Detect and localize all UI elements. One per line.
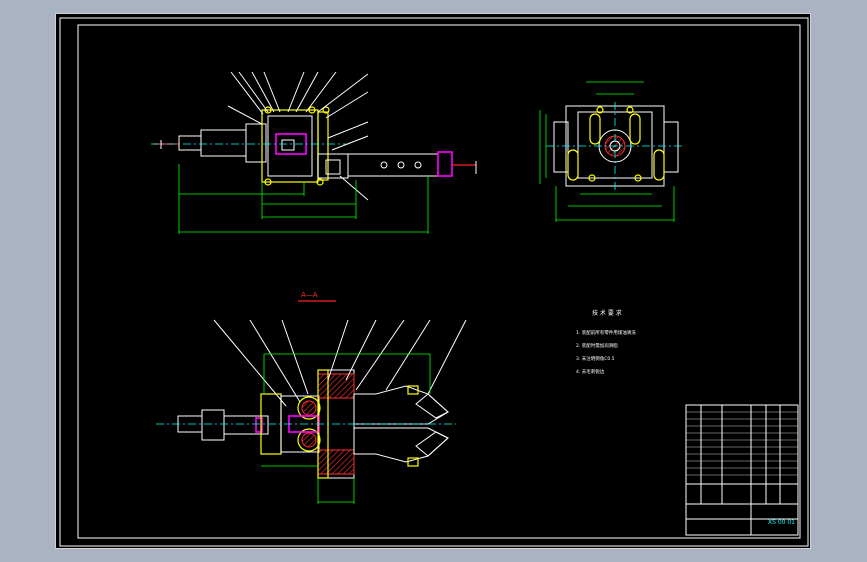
drawing-number: XS 00 01 — [768, 519, 795, 526]
tech-item: 2. 装配时需加润滑脂 — [576, 342, 618, 349]
tech-item: 1. 装配前所有零件用煤油清洗 — [576, 329, 636, 336]
cad-viewport[interactable]: A—A — [55, 13, 811, 549]
side-view — [539, 81, 684, 222]
tech-requirements-title: 技 术 要 求 — [592, 309, 622, 317]
drawing-sheet: A—A — [59, 17, 809, 547]
title-block: XS 00 01 — [685, 404, 799, 536]
front-view — [151, 71, 477, 234]
section-label: A—A — [301, 291, 318, 299]
section-view: A—A — [156, 291, 467, 504]
tech-item: 4. 去毛刺锐边 — [576, 368, 605, 375]
tech-item: 3. 未注明倒角C0.5 — [576, 355, 615, 362]
inner-frame — [77, 24, 801, 539]
tech-requirements: 技 术 要 求 1. 装配前所有零件用煤油清洗 2. 装配时需加润滑脂 3. 未… — [576, 309, 636, 375]
outer-frame — [59, 17, 809, 547]
